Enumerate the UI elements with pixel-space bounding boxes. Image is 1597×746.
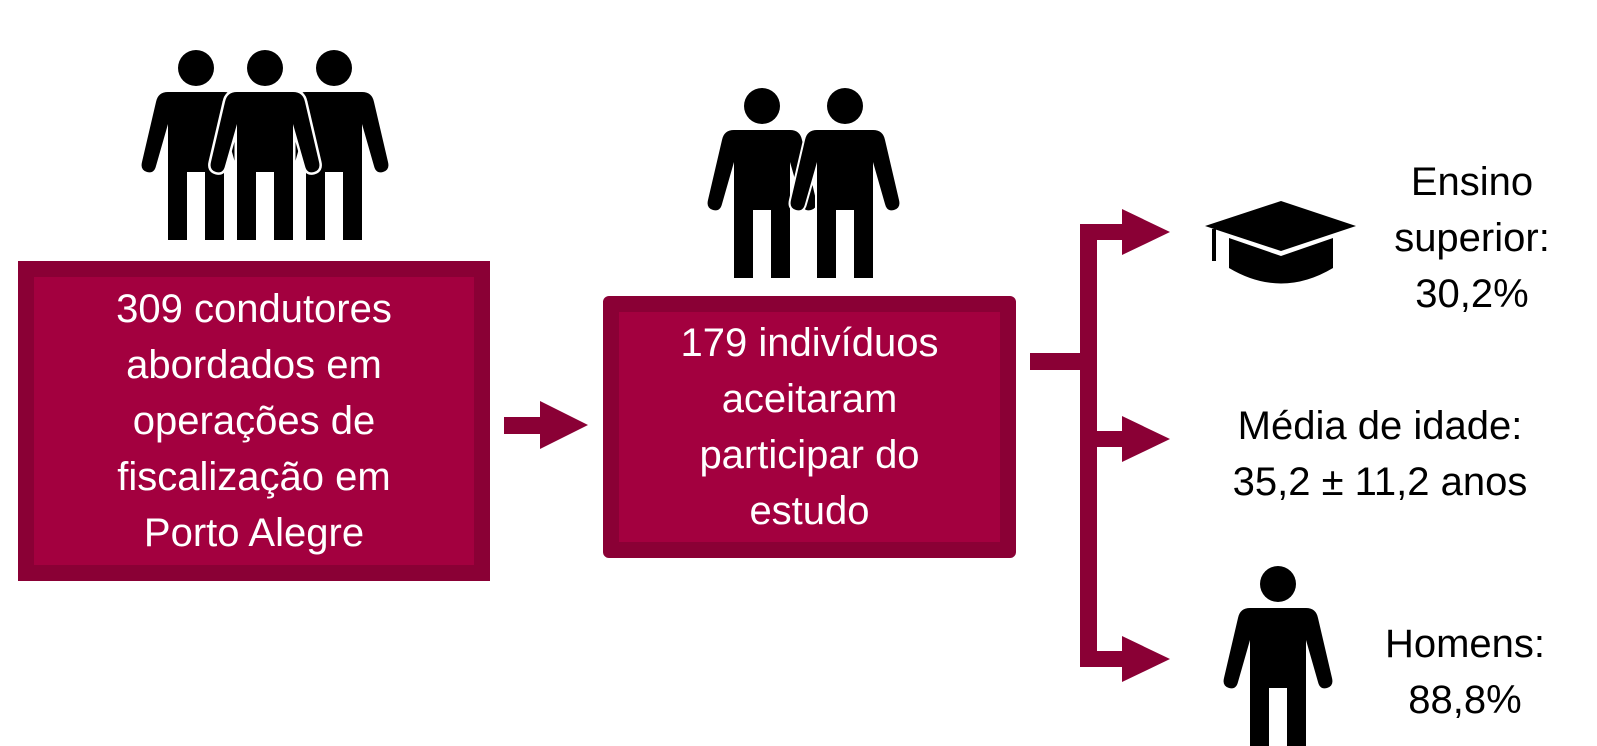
two-people-icon	[705, 86, 902, 280]
men-stat: Homens: 88,8%	[1384, 622, 1546, 722]
three-people-icon	[139, 50, 391, 240]
mean-age-stat: Média de idade: 35,2 ± 11,2 anos	[1232, 404, 1528, 504]
branch-connector	[1030, 209, 1170, 682]
accepted-participants-text: 179 indivíduos aceitaram participar do e…	[680, 321, 939, 533]
arrow-approached-to-accepted	[504, 401, 588, 449]
approached-drivers-box: 309 condutores abordados em operações de…	[18, 261, 490, 581]
approached-drivers-text: 309 condutores abordados em operações de…	[116, 287, 392, 555]
graduation-cap-icon	[1205, 201, 1356, 284]
man-icon	[1223, 566, 1333, 746]
higher-education-stat: Ensino superior: 30,2%	[1394, 160, 1550, 316]
accepted-participants-box: 179 indivíduos aceitaram participar do e…	[603, 296, 1016, 558]
